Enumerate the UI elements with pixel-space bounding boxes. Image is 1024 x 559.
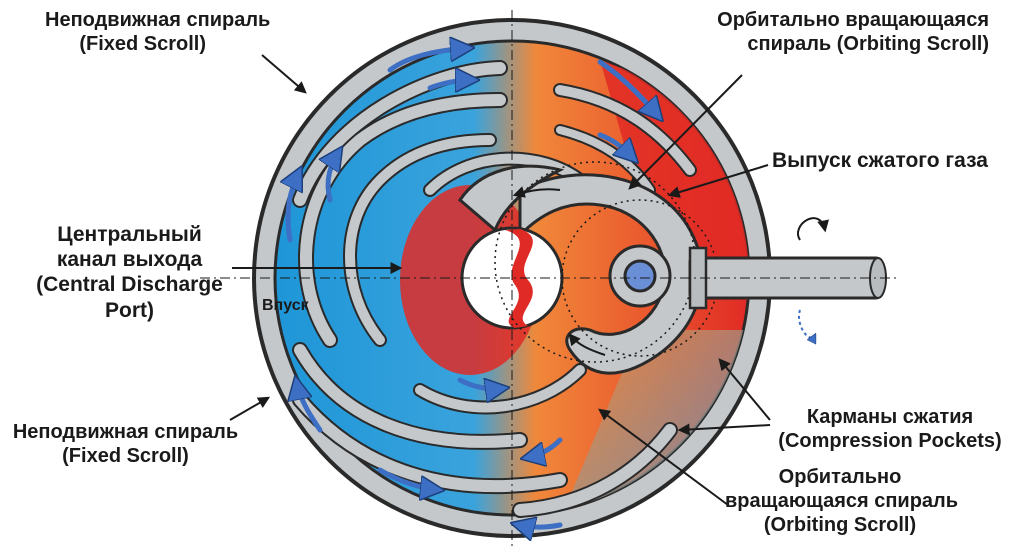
- label-central-port-line2: канал выхода: [56, 248, 203, 272]
- label-fixed-scroll-top: Неподвижная спираль (Fixed Scroll): [45, 8, 270, 56]
- label-fixed-scroll-top-en: (Fixed Scroll): [79, 33, 207, 55]
- label-central-port: Центральный канал выхода (Central Discha…: [22, 222, 237, 323]
- label-compression-pockets: Карманы сжатия (Compression Pockets): [770, 405, 1010, 453]
- label-discharge-gas: Выпуск сжатого газа: [772, 149, 988, 172]
- label-central-port-line3: (Central Discharge: [36, 273, 223, 297]
- flow-arrows: [288, 48, 660, 527]
- label-orbiting-scroll-top-line2: спираль (Orbiting Scroll): [747, 33, 989, 55]
- label-fixed-scroll-top-ru: Неподвижная спираль: [45, 9, 271, 31]
- shaft-rotation-arrow: [797, 217, 829, 241]
- label-central-port-line1: Центральный: [57, 223, 202, 246]
- shaft-rotation-arrow-lower: [798, 309, 815, 338]
- label-orbiting-scroll-bottom-line1: Орбитально: [778, 466, 902, 488]
- label-fixed-scroll-bottom: Неподвижная спираль (Fixed Scroll): [8, 420, 243, 468]
- orbiting-scroll-inner: [458, 164, 565, 233]
- label-compression-pockets-en: (Compression Pockets): [778, 430, 1002, 452]
- label-orbiting-scroll-top: Орбитально вращающаяся спираль (Orbiting…: [717, 8, 989, 56]
- label-central-port-line4: Port): [105, 298, 154, 322]
- callout-lines: [229, 54, 771, 506]
- orbiting-scroll-body: [518, 173, 704, 375]
- crank-pin: [623, 259, 657, 293]
- orbit-direction-arrow: [512, 186, 561, 198]
- shaft-collar: [688, 246, 708, 310]
- inner-orbit-arrow: [568, 333, 606, 356]
- label-fixed-scroll-bottom-ru: Неподвижная спираль: [12, 421, 239, 443]
- label-intake: Впуск: [262, 297, 309, 314]
- port-s-curve: [505, 229, 533, 328]
- label-orbiting-scroll-bottom-line3: (Orbiting Scroll): [763, 514, 917, 536]
- label-compression-pockets-ru: Карманы сжатия: [806, 406, 974, 428]
- label-orbiting-scroll-bottom: Орбитально вращающаяся спираль (Orbiting…: [725, 465, 959, 537]
- label-orbiting-scroll-top-line1: Орбитально вращающаяся: [717, 9, 989, 31]
- label-fixed-scroll-bottom-en: (Fixed Scroll): [62, 445, 189, 467]
- label-orbiting-scroll-bottom-line2: вращающаяся спираль: [725, 490, 959, 512]
